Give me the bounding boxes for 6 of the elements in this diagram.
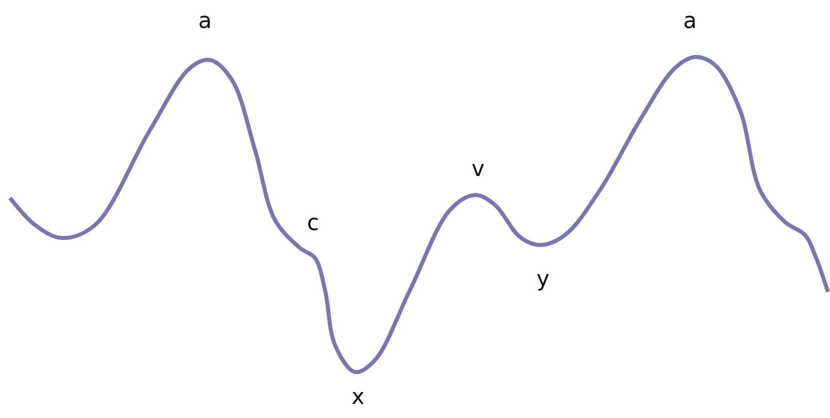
wave-label: x bbox=[351, 386, 365, 410]
wave-label: y bbox=[536, 268, 550, 292]
wave-label: a bbox=[198, 10, 212, 34]
wave-label: a bbox=[683, 10, 697, 34]
wave-label: c bbox=[306, 212, 320, 236]
wave-label: v bbox=[471, 158, 485, 182]
